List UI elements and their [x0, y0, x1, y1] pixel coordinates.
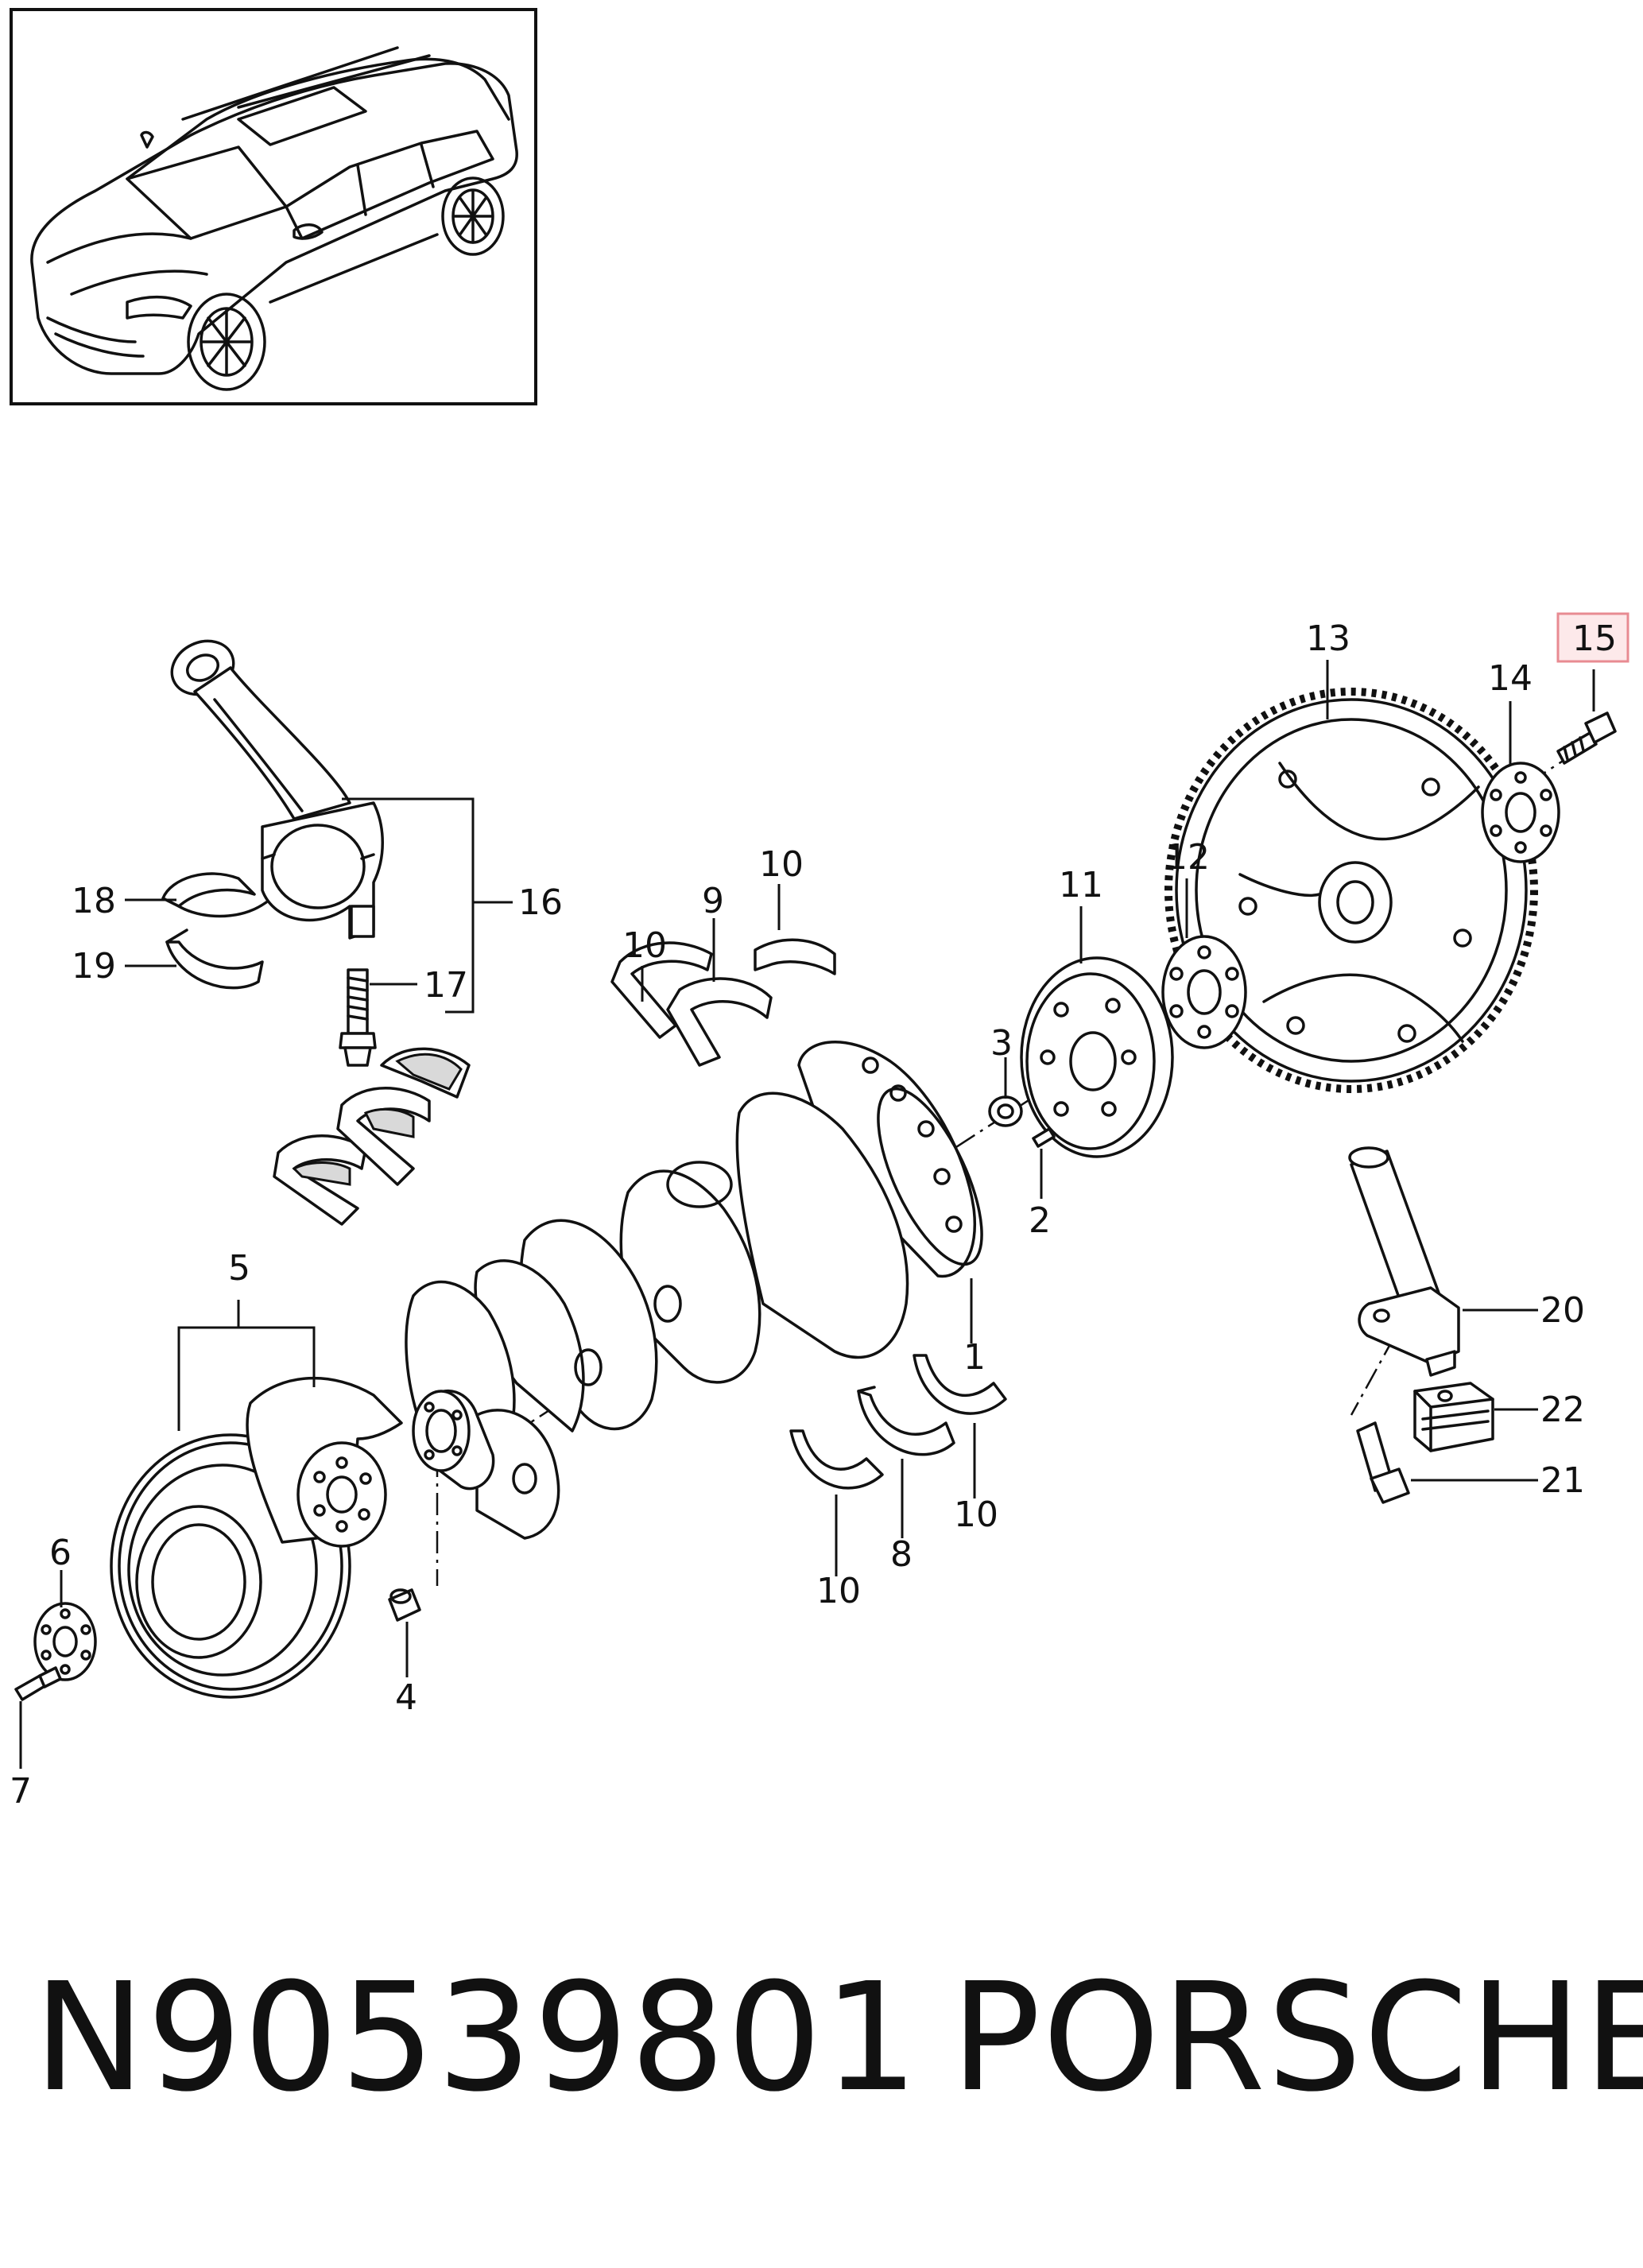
callout-18: 18 — [72, 881, 116, 921]
leader-lines — [19, 660, 1595, 1769]
callout-15-highlight — [1556, 612, 1629, 663]
callout-10-b: 10 — [622, 925, 667, 966]
callout-20: 20 — [1540, 1290, 1585, 1331]
conrod-bearing-shell-lower — [165, 929, 264, 990]
main-bearing-shell-lower-3 — [913, 1354, 1007, 1415]
pulley-bolt — [14, 1666, 62, 1701]
main-bearing-shell-lower-1 — [789, 1429, 884, 1490]
crank-sensor — [1348, 1146, 1460, 1377]
main-bearing-shell-grooved-b — [336, 1087, 431, 1186]
callout-21: 21 — [1540, 1460, 1585, 1501]
callout-19: 19 — [72, 946, 116, 987]
brand-name: PORSCHE — [951, 1951, 1643, 2125]
callout-2: 2 — [1029, 1200, 1051, 1241]
sensor-bolt — [1356, 1421, 1410, 1504]
callout-5: 5 — [228, 1248, 250, 1289]
conrod-bolt — [339, 968, 377, 1067]
flywheel-washer — [1481, 762, 1560, 863]
part-number: N90539801 — [33, 1951, 920, 2125]
main-bearing-shell-grooved-a — [273, 1134, 367, 1226]
callout-17: 17 — [424, 965, 468, 1006]
main-bearing-shell-upper-3 — [754, 938, 836, 975]
flywheel-ring-gear — [1164, 688, 1538, 1093]
callout-12: 12 — [1165, 837, 1210, 878]
callout-6: 6 — [49, 1533, 72, 1573]
callout-10-a: 10 — [759, 844, 804, 885]
connecting-rod — [170, 639, 384, 940]
drive-plate — [1020, 956, 1174, 1158]
callout-1: 1 — [963, 1337, 986, 1378]
callout-14: 14 — [1488, 658, 1533, 699]
callout-22: 22 — [1540, 1390, 1585, 1430]
callout-3: 3 — [990, 1023, 1013, 1064]
flywheel-bolt — [1556, 711, 1617, 765]
callout-8: 8 — [890, 1534, 913, 1575]
callout-15: 15 — [1572, 618, 1617, 659]
drive-plate-spacer — [1161, 935, 1247, 1049]
sensor-cap — [1413, 1382, 1494, 1452]
main-bearing-shell-upper-1 — [610, 941, 713, 1039]
pilot-bushing — [988, 1095, 1023, 1127]
vibration-damper-hub — [246, 1376, 403, 1548]
callout-10-d: 10 — [816, 1571, 861, 1611]
callout-13: 13 — [1306, 618, 1350, 659]
callout-16: 16 — [518, 882, 563, 923]
callout-labels: 1 2 3 4 5 6 7 8 9 10 10 10 10 11 12 13 1… — [10, 612, 1629, 1812]
main-bearing-shell-lower-2 — [857, 1386, 955, 1456]
callout-7: 7 — [10, 1771, 32, 1812]
crankshaft — [405, 1041, 983, 1540]
sleeve — [388, 1588, 421, 1622]
conrod-bearing-shell-upper — [161, 872, 268, 918]
pulley-washer — [33, 1602, 97, 1681]
callout-9: 9 — [702, 881, 724, 921]
callout-4: 4 — [395, 1677, 417, 1718]
dowel-pin — [1032, 1127, 1056, 1148]
main-bearing-shell-grooved-c — [380, 1047, 471, 1099]
callout-10-c: 10 — [954, 1495, 998, 1535]
vehicle-thumbnail — [10, 8, 537, 405]
callout-11: 11 — [1059, 865, 1103, 905]
main-bearing-shell-upper-2 — [666, 977, 773, 1067]
